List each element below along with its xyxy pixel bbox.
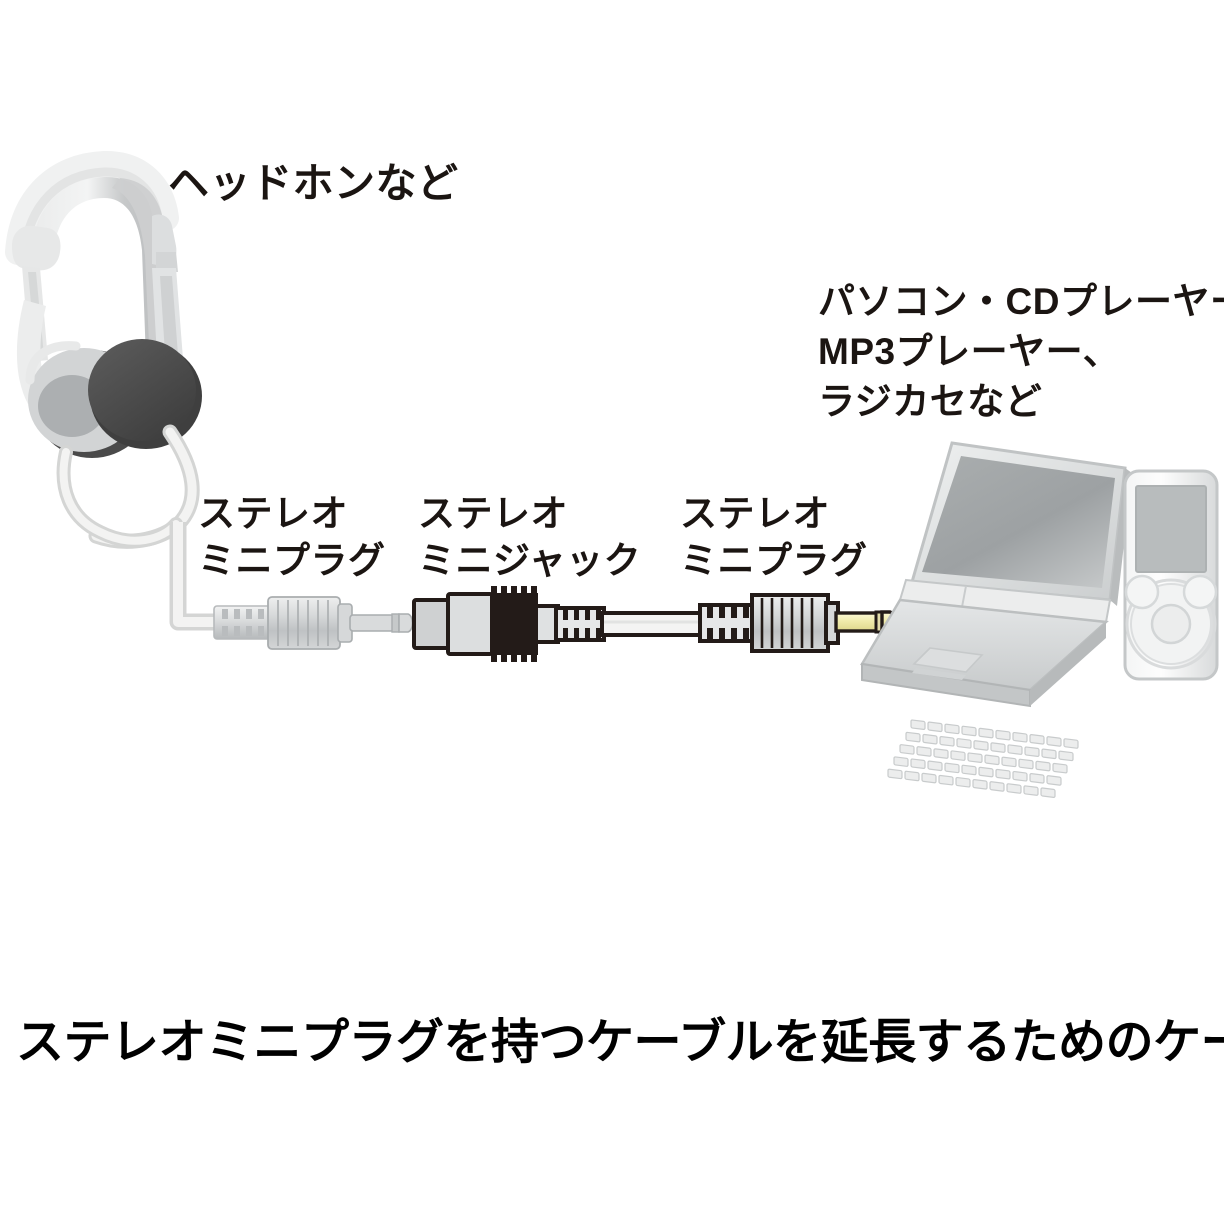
diagram-caption: ステレオミニプラグを持つケーブルを延長するためのケーブル bbox=[16, 1016, 1224, 1069]
headphones-illustration bbox=[5, 151, 214, 631]
mp3-player-illustration bbox=[1123, 469, 1219, 681]
stereo-mini-plug-right-illustration bbox=[698, 593, 897, 653]
label-headphones: ヘッドホンなど bbox=[168, 160, 459, 206]
stereo-mini-plug-left-illustration bbox=[213, 596, 414, 650]
label-stereo-mini-jack: ステレオ ミニジャック bbox=[418, 493, 642, 582]
laptop-illustration bbox=[859, 441, 1132, 798]
label-source-devices: パソコン・CDプレーヤー、 MP3プレーヤー、 ラジカセなど bbox=[818, 281, 1224, 422]
extension-cable-illustration bbox=[600, 611, 714, 637]
stereo-mini-jack-illustration bbox=[412, 586, 606, 662]
label-stereo-mini-plug-left: ステレオ ミニプラグ bbox=[198, 493, 386, 582]
label-stereo-mini-plug-right: ステレオ ミニプラグ bbox=[680, 493, 868, 582]
